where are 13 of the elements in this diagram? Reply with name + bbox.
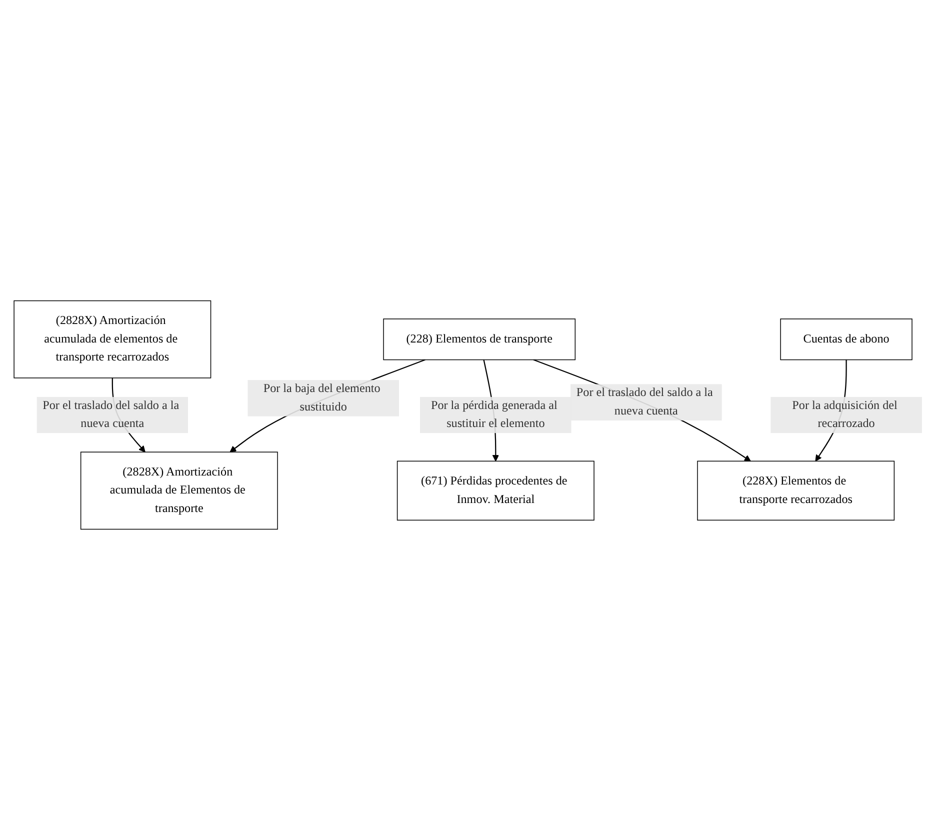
edge-label: Por la adquisición del recarrozado xyxy=(792,399,898,430)
arrow xyxy=(230,359,426,452)
node-box: (2828X) Amortización acumulada de Elementos de transporte xyxy=(80,452,278,530)
node-box: (2828X) Amortización acumulada de elementos de transporte recarrozados xyxy=(14,300,212,378)
edge-label: Por la pérdida generada al sustituir el elemento xyxy=(430,399,558,430)
node-box: Cuentas de abono xyxy=(780,318,912,360)
edge-label: Por el traslado del saldo a la nueva cuenta xyxy=(42,399,180,430)
edge-label: Por el traslado del saldo a la nueva cuenta xyxy=(576,386,713,418)
node-box: (671) Pérdidas procedentes de Inmov. Material xyxy=(396,460,594,521)
arrow xyxy=(533,359,751,462)
edge-label: Por la baja del elemento sustituido xyxy=(263,382,380,414)
node-box: (228X) Elementos de transporte recarrozados xyxy=(697,460,895,521)
node-box: (228) Elementos de transporte xyxy=(383,318,576,360)
